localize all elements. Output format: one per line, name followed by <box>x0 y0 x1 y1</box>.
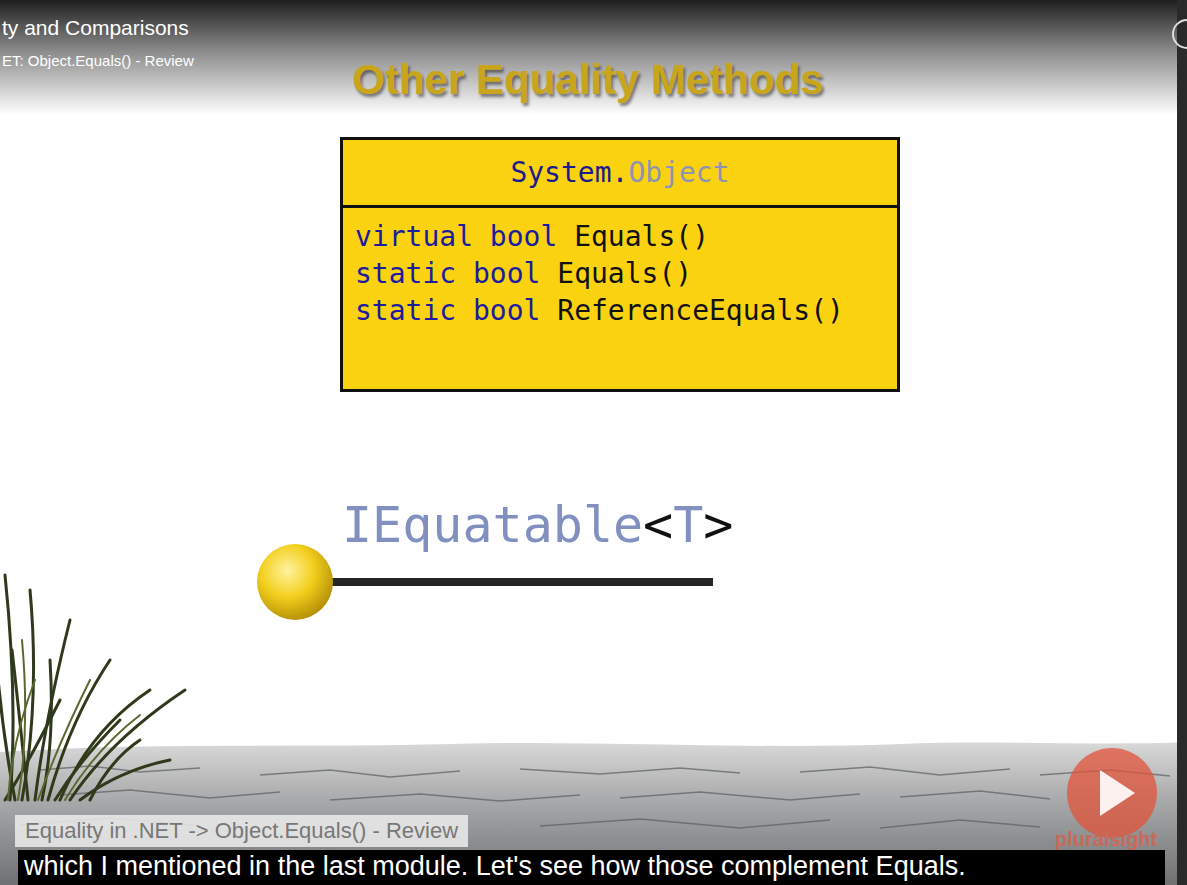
code-char: t <box>493 496 523 554</box>
code-char: l <box>583 496 613 554</box>
method-signature: static bool Equals() <box>343 255 897 292</box>
class-name: System.Object <box>343 140 897 208</box>
clip-title: ET: Object.Equals() - Review <box>2 52 194 69</box>
method-signature: static bool ReferenceEquals() <box>343 292 897 329</box>
code-char: E <box>372 496 402 554</box>
code-char: a <box>462 496 492 554</box>
code-token: ReferenceEquals() <box>557 294 844 327</box>
breadcrumb: Equality in .NET -> Object.Equals() - Re… <box>15 815 468 847</box>
interface-ball <box>257 544 333 620</box>
code-token: Object <box>628 156 729 189</box>
class-box: System.Objectvirtual bool Equals()static… <box>340 137 900 392</box>
code-token: virtual bool <box>355 220 574 253</box>
code-token: static bool <box>355 294 557 327</box>
grass-blades <box>0 575 185 800</box>
play-logo <box>1067 748 1157 838</box>
subtitle: which I mentioned in the last module. Le… <box>24 851 966 882</box>
code-token: System. <box>510 156 628 189</box>
method-signature: virtual bool Equals() <box>343 218 897 255</box>
code-char: q <box>402 496 432 554</box>
subtitle-bar <box>18 850 1165 885</box>
code-char: e <box>613 496 643 554</box>
slide-title: Other Equality Methods <box>288 56 888 104</box>
corner-icon <box>1173 20 1187 48</box>
interface-stick <box>325 578 713 586</box>
code-token: static bool <box>355 257 557 290</box>
code-char: > <box>703 496 733 554</box>
code-char: u <box>432 496 462 554</box>
code-char: b <box>553 496 583 554</box>
code-token: Equals() <box>574 220 709 253</box>
interface-name: IEquatable<T> <box>342 496 733 554</box>
grass-blades-light <box>8 640 140 800</box>
play-triangle <box>1100 770 1135 816</box>
rocky-ground <box>0 742 1187 885</box>
code-char: < <box>643 496 673 554</box>
top-shade <box>0 0 1187 115</box>
code-char: a <box>523 496 553 554</box>
code-token: Equals() <box>557 257 692 290</box>
code-char: I <box>342 496 372 554</box>
course-title: ty and Comparisons <box>2 16 189 40</box>
right-edge-strip <box>1177 0 1187 885</box>
code-char: T <box>673 496 703 554</box>
watermark: pluralsight <box>1055 828 1157 851</box>
